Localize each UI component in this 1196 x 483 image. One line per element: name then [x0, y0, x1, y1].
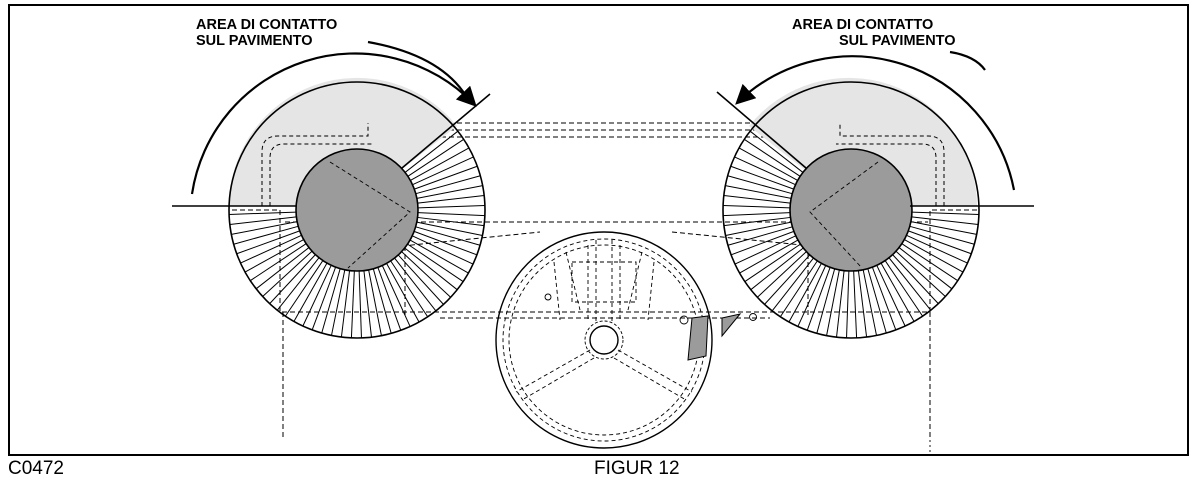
figure-frame	[8, 4, 1189, 456]
callout-right-line1: AREA DI CONTATTO	[792, 17, 934, 33]
contact-area-label-right: AREA DI CONTATTO SUL PAVIMENTO	[792, 17, 956, 49]
left-contact-area	[228, 77, 457, 206]
figure-code: C0472	[8, 458, 64, 479]
right-contact-area	[749, 77, 978, 206]
callout-left-line1: AREA DI CONTATTO	[196, 17, 338, 33]
callout-right-line2: SUL PAVIMENTO	[839, 33, 956, 49]
callout-left-line2: SUL PAVIMENTO	[196, 33, 313, 49]
left-brush-bristles	[229, 130, 485, 338]
center-wheel	[495, 231, 931, 454]
contact-area-label-left: AREA DI CONTATTO SUL PAVIMENTO	[196, 17, 337, 49]
right-brush	[716, 50, 1034, 339]
right-brush-bristles	[723, 130, 979, 338]
figure-title: FIGUR 12	[594, 458, 680, 479]
left-brush	[172, 40, 491, 339]
